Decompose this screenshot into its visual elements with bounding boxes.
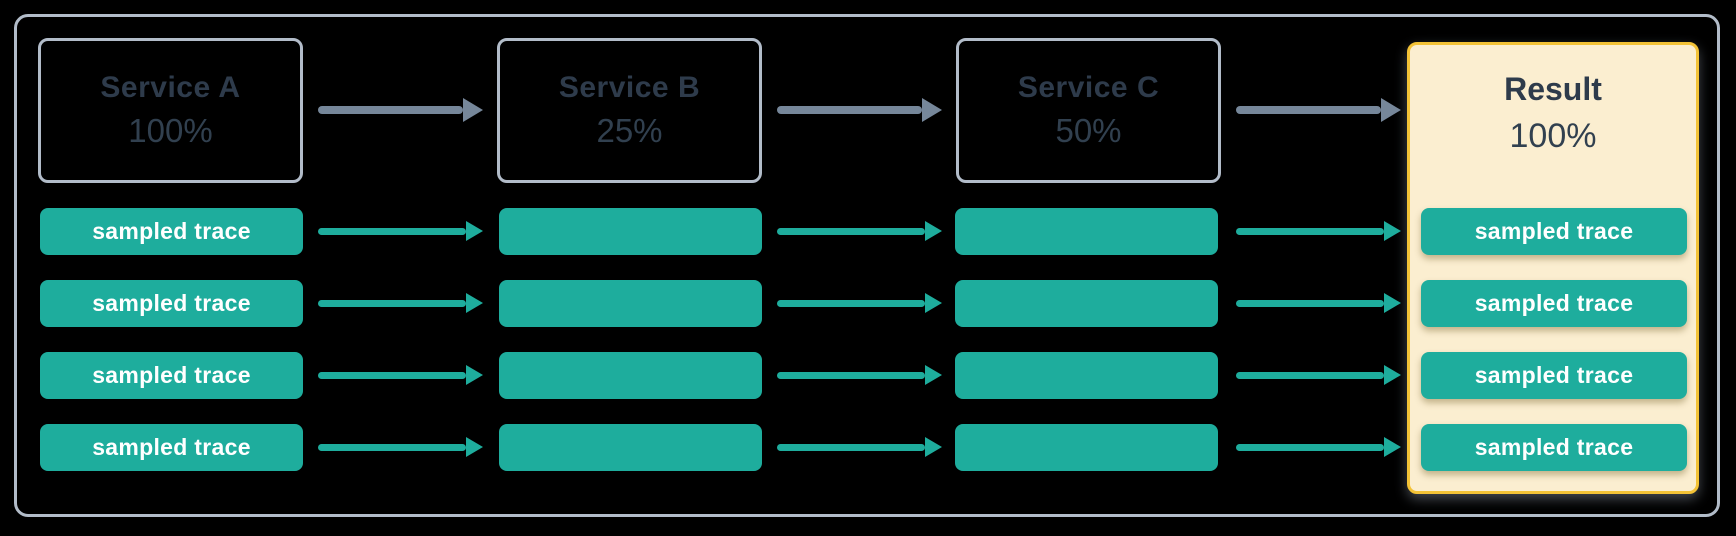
trace-flow-arrow [1236,218,1401,244]
arrow-shaft [1236,299,1384,307]
arrow-head-icon [466,293,483,313]
arrow-head-icon [922,98,942,122]
arrow-head-icon [466,221,483,241]
service-b-box: Service B 25% [497,38,762,183]
arrow-head-icon [1384,293,1401,313]
trace-flow-arrow [777,362,942,388]
trace-box [955,424,1218,471]
trace-flow-arrow [1236,434,1401,460]
arrow-shaft [318,227,466,235]
trace-box [499,424,762,471]
result-label: Result [1504,71,1602,107]
arrow-head-icon [925,293,942,313]
service-b-label: Service B [558,71,701,104]
arrow-shaft [318,443,466,451]
arrow-shaft [1236,371,1384,379]
trace-box: sampled trace [40,280,303,327]
service-flow-arrow [777,95,942,125]
arrow-shaft [777,227,925,235]
result-header: Result 100% [1410,45,1696,156]
trace-box: sampled trace [1421,424,1687,471]
service-c-box: Service C 50% [956,38,1221,183]
trace-box: sampled trace [1421,280,1687,327]
trace-box: sampled trace [40,208,303,255]
trace-flow-arrow [318,290,483,316]
arrow-shaft [318,371,466,379]
trace-box: sampled trace [1421,352,1687,399]
trace-flow-arrow [777,434,942,460]
trace-box [955,208,1218,255]
arrow-shaft [1236,106,1381,114]
result-percentage: 100% [1509,117,1597,155]
arrow-shaft [318,106,463,114]
service-a-box: Service A 100% [38,38,303,183]
arrow-head-icon [463,98,483,122]
result-box: Result 100% [1407,42,1699,494]
arrow-shaft [318,299,466,307]
trace-box [499,280,762,327]
arrow-head-icon [466,437,483,457]
arrow-head-icon [925,221,942,241]
trace-flow-arrow [777,218,942,244]
service-b-percentage: 25% [596,112,663,149]
trace-flow-arrow [777,290,942,316]
arrow-shaft [777,371,925,379]
trace-flow-arrow [1236,362,1401,388]
service-c-percentage: 50% [1055,112,1122,149]
trace-box: sampled trace [40,424,303,471]
service-flow-arrow [318,95,483,125]
service-flow-arrow [1236,95,1401,125]
trace-flow-arrow [318,362,483,388]
arrow-head-icon [1384,437,1401,457]
service-a-label: Service A [100,71,241,104]
pipeline-container [14,14,1720,517]
trace-flow-arrow [318,434,483,460]
trace-flow-arrow [318,218,483,244]
arrow-head-icon [466,365,483,385]
trace-flow-arrow [1236,290,1401,316]
trace-box [955,352,1218,399]
arrow-head-icon [925,365,942,385]
arrow-head-icon [925,437,942,457]
trace-box [499,352,762,399]
trace-box: sampled trace [40,352,303,399]
arrow-shaft [1236,443,1384,451]
arrow-head-icon [1384,221,1401,241]
trace-box [955,280,1218,327]
arrow-shaft [777,299,925,307]
service-a-percentage: 100% [128,112,213,149]
arrow-head-icon [1381,98,1401,122]
service-c-label: Service C [1017,71,1160,104]
arrow-shaft [777,443,925,451]
arrow-head-icon [1384,365,1401,385]
trace-box: sampled trace [1421,208,1687,255]
trace-box [499,208,762,255]
arrow-shaft [777,106,922,114]
arrow-shaft [1236,227,1384,235]
